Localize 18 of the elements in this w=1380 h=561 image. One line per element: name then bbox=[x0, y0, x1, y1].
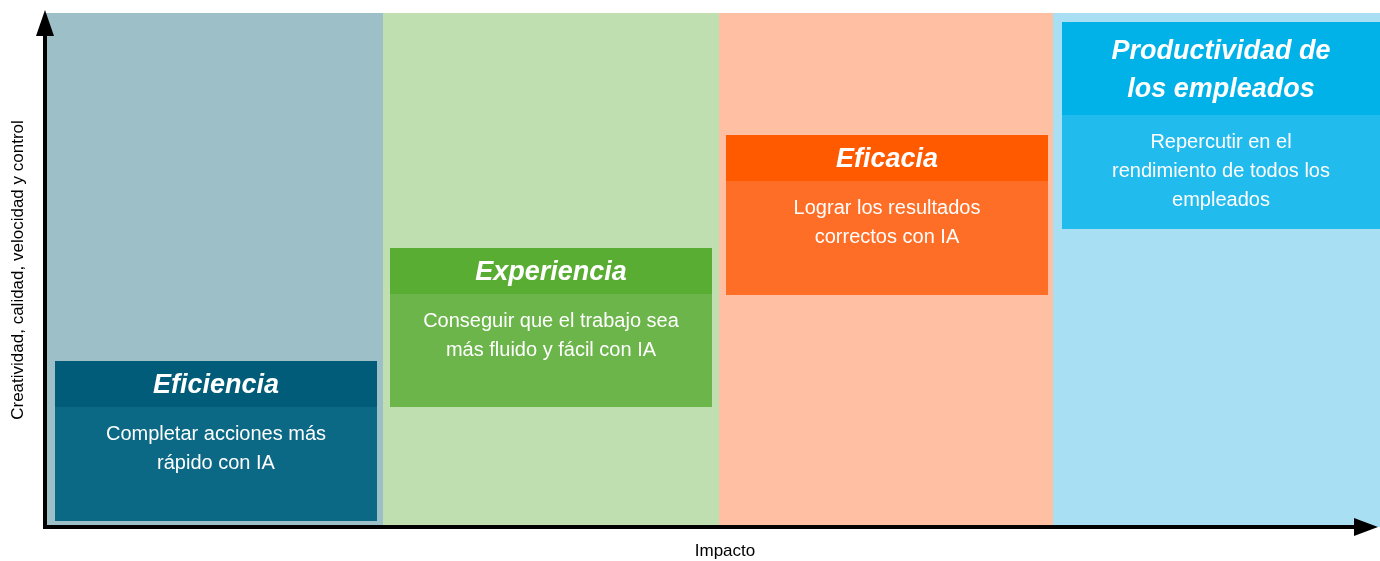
card-description: Repercutir en el rendimiento de todos los empleados bbox=[1111, 129, 1331, 212]
card-heading: Productividad de los empleados bbox=[1062, 22, 1380, 115]
card-description: Lograr los resultados correctos con IA bbox=[792, 195, 982, 249]
card bbox=[726, 135, 1048, 295]
card bbox=[390, 248, 712, 407]
card-heading: Experiencia bbox=[390, 248, 712, 294]
card-description: Conseguir que el trabajo sea más fluido y fácil con IA bbox=[422, 308, 680, 362]
column-band bbox=[1053, 13, 1380, 527]
card-heading: Eficiencia bbox=[55, 361, 377, 407]
column-band bbox=[45, 13, 383, 527]
card-description: Completar acciones más rápido con IA bbox=[104, 421, 328, 475]
card-heading: Eficacia bbox=[726, 135, 1048, 181]
card bbox=[55, 361, 377, 521]
column-band bbox=[383, 13, 719, 527]
card bbox=[1062, 22, 1380, 229]
y-axis-label: Creatividad, calidad, velocidad y control bbox=[8, 120, 28, 420]
column-band bbox=[719, 13, 1053, 527]
x-axis-label: Impacto bbox=[694, 541, 756, 561]
